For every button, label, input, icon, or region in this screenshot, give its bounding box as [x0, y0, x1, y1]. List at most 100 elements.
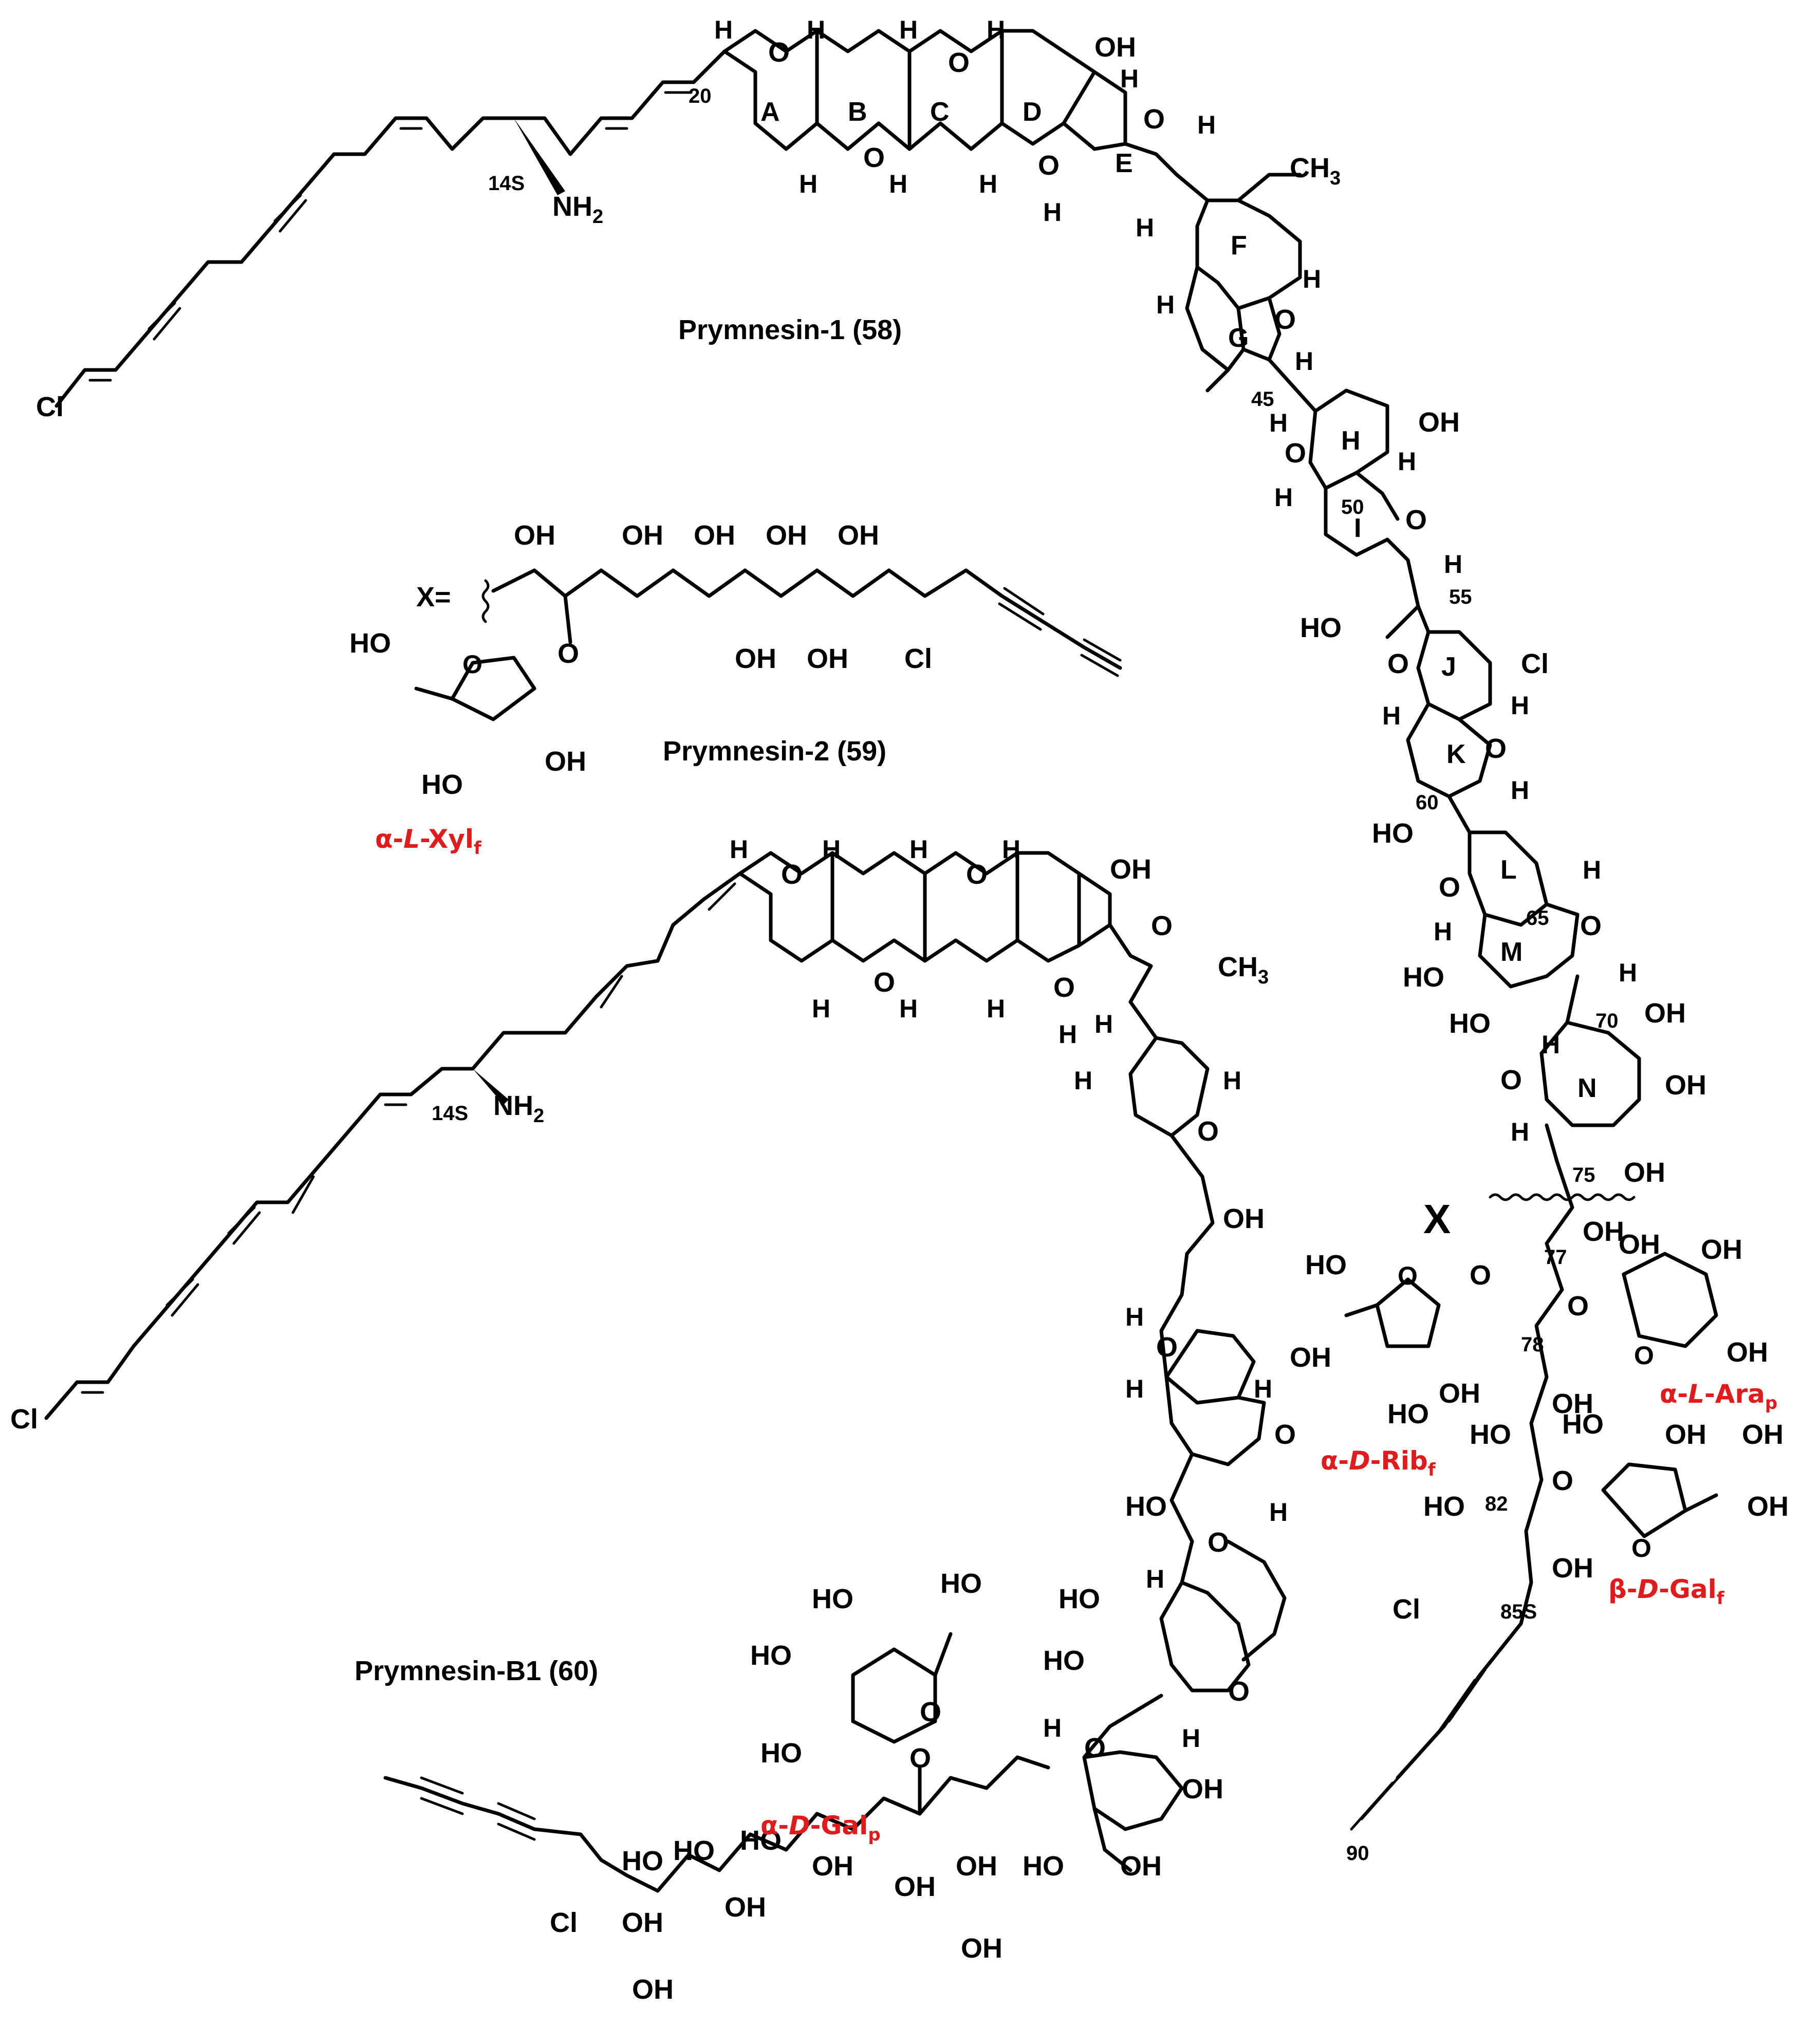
svg-text:HO: HO	[750, 1640, 792, 1671]
p1-nh2-wedge	[514, 118, 565, 195]
svg-text:O: O	[1398, 1261, 1418, 1290]
svg-text:O: O	[1228, 1676, 1250, 1707]
svg-text:OH: OH	[1120, 1851, 1162, 1882]
ring-label-i: I	[1354, 513, 1361, 543]
svg-text:HO: HO	[1423, 1491, 1465, 1522]
galp-ring	[851, 1647, 937, 1744]
svg-text:HO: HO	[1387, 1399, 1429, 1429]
svg-text:HO: HO	[421, 769, 463, 800]
svg-text:H: H	[979, 170, 997, 198]
ring-label-j: J	[1441, 652, 1456, 682]
svg-text:OH: OH	[545, 746, 586, 777]
svg-text:H: H	[1043, 198, 1062, 227]
svg-text:O: O	[1274, 1419, 1296, 1450]
svg-text:HO: HO	[349, 628, 391, 659]
svg-text:O: O	[1552, 1465, 1573, 1496]
prymnesin-b1-structure: Cl 14S NH2 O O O O O OH CH3 H H H H H H …	[10, 835, 1331, 2005]
svg-text:O: O	[1285, 438, 1306, 469]
svg-text:H: H	[1444, 550, 1462, 579]
svg-text:OH: OH	[1747, 1491, 1789, 1522]
svg-text:H: H	[1146, 1565, 1164, 1593]
svg-text:O: O	[948, 47, 970, 78]
svg-text:OH: OH	[1701, 1234, 1742, 1265]
p1-c75-label: 75	[1572, 1164, 1595, 1186]
ring-label-h: H	[1341, 426, 1361, 456]
p1-c20-label: 20	[689, 85, 712, 107]
svg-text:OH: OH	[1665, 1070, 1706, 1101]
rib-ring	[1375, 1277, 1441, 1348]
svg-text:H: H	[1303, 265, 1321, 293]
pb1-ch3: CH3	[1218, 952, 1269, 988]
svg-text:H: H	[1511, 1118, 1529, 1146]
svg-text:O: O	[920, 1697, 941, 1727]
p1-side-chain	[54, 49, 727, 408]
title-prymnesin-b1: Prymnesin-B1 (60)	[355, 1656, 598, 1686]
galp-label: α-D-Galp	[760, 1811, 881, 1845]
svg-text:Cl: Cl	[10, 1404, 38, 1435]
svg-text:O: O	[966, 859, 988, 890]
svg-text:HO: HO	[1403, 962, 1444, 993]
svg-text:H: H	[1125, 1374, 1144, 1403]
p1-c82-label: 82	[1485, 1493, 1508, 1515]
svg-text:HO: HO	[1470, 1419, 1511, 1450]
pb1-side-chain	[44, 871, 742, 1420]
svg-text:OH: OH	[956, 1851, 997, 1882]
svg-text:O: O	[1274, 304, 1296, 335]
p2-chain	[491, 568, 1122, 670]
title-prymnesin-2: Prymnesin-2 (59)	[663, 736, 886, 767]
svg-text:HO: HO	[1058, 1584, 1100, 1614]
p1-c78-label: 78	[1521, 1333, 1544, 1356]
svg-text:O: O	[863, 142, 885, 173]
svg-text:OH: OH	[694, 520, 735, 551]
svg-text:OH: OH	[1726, 1337, 1768, 1368]
svg-text:O: O	[1387, 648, 1409, 679]
svg-text:HO: HO	[740, 1825, 782, 1856]
svg-text:H: H	[799, 170, 818, 198]
svg-text:O: O	[1470, 1260, 1491, 1291]
svg-text:OH: OH	[894, 1871, 936, 1902]
svg-text:H: H	[1254, 1374, 1272, 1403]
svg-text:H: H	[714, 15, 733, 44]
svg-text:O: O	[1485, 733, 1507, 764]
svg-text:Cl: Cl	[904, 643, 932, 674]
svg-text:HO: HO	[940, 1568, 982, 1599]
svg-text:O: O	[1208, 1527, 1229, 1558]
svg-text:H: H	[1074, 1066, 1092, 1095]
prymnesin-1-structure: Cl 14S NH2 O O O O O A B C D E 20 H H H …	[36, 15, 1789, 1865]
svg-text:OH: OH	[1094, 32, 1136, 63]
p1-nh2-atom: NH2	[552, 191, 603, 228]
svg-text:H: H	[1619, 958, 1637, 987]
svg-text:H: H	[812, 994, 830, 1023]
svg-text:HO: HO	[1125, 1491, 1167, 1522]
ring-label-a: A	[760, 97, 780, 127]
svg-text:OH: OH	[1290, 1342, 1331, 1373]
p1-c65-label: 65	[1526, 907, 1549, 929]
svg-text:OH: OH	[807, 643, 848, 674]
p1-ringA-o: O	[768, 37, 790, 68]
p1-cleavage-wavy	[1489, 1193, 1636, 1201]
svg-text:OH: OH	[622, 520, 663, 551]
svg-text:H: H	[1182, 1724, 1200, 1753]
svg-text:H: H	[1295, 347, 1313, 376]
svg-text:H: H	[1120, 64, 1139, 93]
svg-text:OH: OH	[735, 643, 776, 674]
pb1-14s-label: 14S	[432, 1102, 468, 1125]
svg-text:H: H	[822, 835, 841, 864]
svg-text:Cl: Cl	[1392, 1594, 1420, 1625]
xyl-label: α-L-Xylf	[375, 824, 482, 859]
svg-text:O: O	[874, 967, 895, 998]
svg-text:HO: HO	[622, 1846, 663, 1876]
svg-text:H: H	[1043, 1714, 1062, 1742]
svg-text:H: H	[1274, 483, 1293, 512]
svg-text:OH: OH	[1110, 854, 1152, 885]
ring-label-n: N	[1577, 1073, 1597, 1103]
svg-text:OH: OH	[1665, 1419, 1706, 1450]
p1-c60-label: 60	[1416, 791, 1439, 814]
svg-text:O: O	[1143, 104, 1165, 135]
svg-text:O: O	[909, 1743, 931, 1774]
p1-c85s-label: 85S	[1500, 1601, 1537, 1623]
svg-text:HO: HO	[812, 1584, 853, 1614]
svg-text:Cl: Cl	[1521, 648, 1549, 679]
p1-c90-label: 90	[1346, 1842, 1369, 1865]
